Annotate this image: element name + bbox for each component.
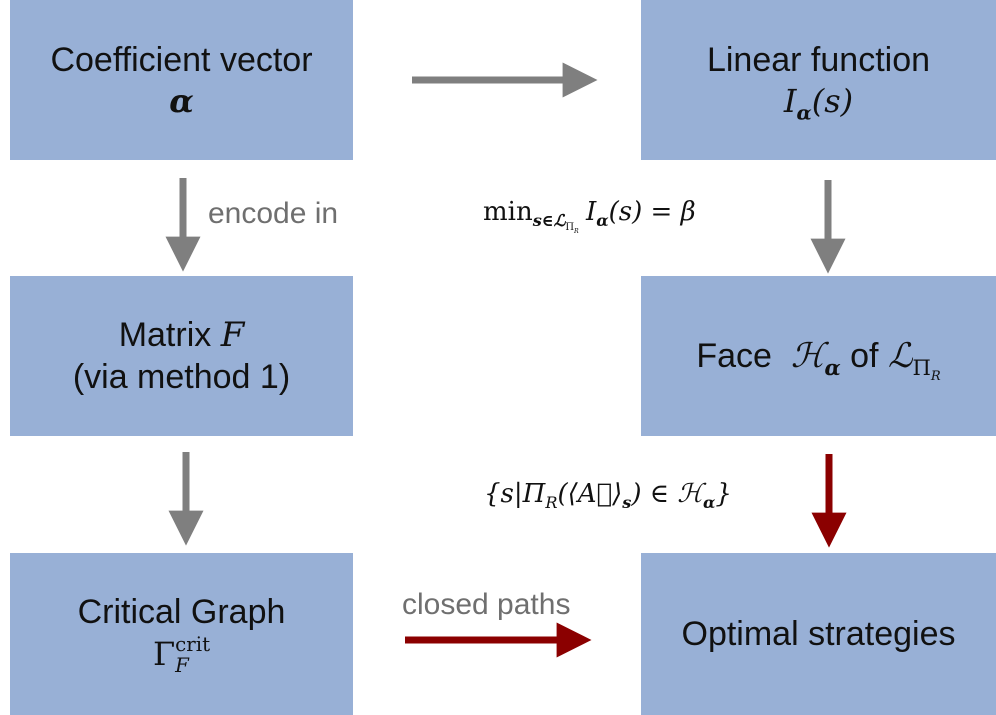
box-optimal-strategies: Optimal strategies [641, 553, 996, 715]
matrix-title: Matrix [118, 315, 212, 354]
optimal-title: Optimal strategies [681, 614, 956, 653]
label-set-expression: {s|ΠR(⟨A⃗⟩s) ∈ ℋα} [484, 479, 732, 513]
face-set: ℒ [887, 335, 913, 376]
linear-formula: Iα(s) [783, 82, 854, 125]
box-linear-function: Linear function Iα(s) [641, 0, 996, 160]
linear-title: Linear function [706, 40, 931, 79]
face-symbol: ℋ [790, 335, 825, 376]
alpha-symbol: α [169, 82, 194, 121]
label-encode-in: encode in [208, 197, 339, 230]
box-coefficient-vector: Coefficient vector α [10, 0, 353, 160]
label-min-expression: mins∈ℒΠR Iα(s) = β [483, 197, 696, 236]
label-closed-paths: closed paths [402, 588, 571, 621]
critical-title: Critical Graph [77, 593, 286, 632]
matrix-subtitle: (via method 1) [72, 358, 291, 396]
matrix-symbol: F [220, 314, 245, 355]
face-prefix: Face [696, 336, 772, 375]
box-matrix: Matrix F (via method 1) [10, 276, 353, 436]
face-line: Face ℋα of ℒΠR [696, 335, 941, 384]
matrix-title-line: Matrix F [119, 314, 245, 357]
box-face: Face ℋα of ℒΠR [641, 276, 996, 436]
face-of: of [850, 336, 879, 375]
coefficient-title: Coefficient vector [50, 40, 313, 79]
